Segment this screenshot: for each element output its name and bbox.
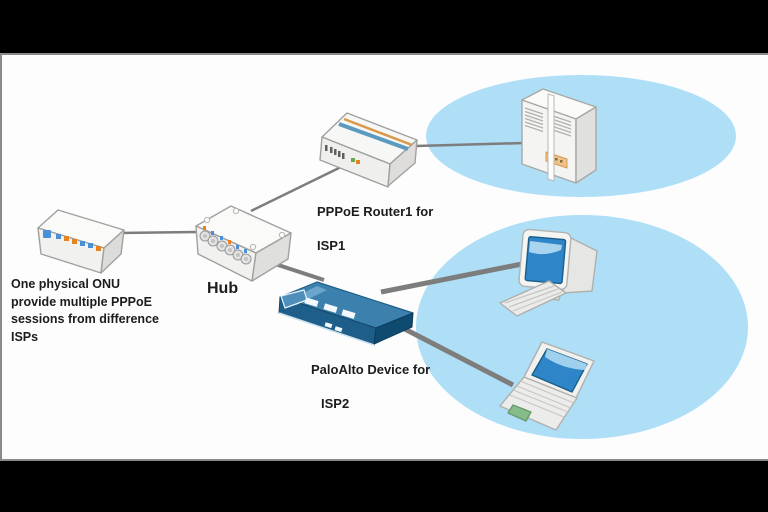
desktop-computer-icon	[499, 228, 598, 317]
router1-label-line2: ISP1	[317, 238, 346, 253]
link-router1-server	[415, 141, 525, 148]
hub-label: Hub	[207, 280, 239, 297]
paloalto-label-line2: ISP2	[321, 396, 350, 411]
paloalto-label-line1: PaloAlto Device for	[311, 362, 431, 377]
link-paloalto-desktop	[380, 260, 528, 295]
router1-label: PPPoE Router1 for ISP1	[317, 186, 433, 271]
link-paloalto-laptop	[395, 322, 515, 388]
paloalto-label: PaloAlto Device for ISP2	[311, 344, 430, 429]
onu-note-label: One physical ONU provide multiple PPPoE …	[11, 277, 159, 344]
hub-device-icon	[195, 205, 292, 282]
link-hub-router1	[250, 165, 342, 213]
paloalto-firewall-icon	[278, 281, 414, 346]
pppoe-router1-icon	[319, 112, 418, 188]
laptop-computer-icon	[499, 341, 595, 431]
isp1-server-icon	[521, 88, 597, 184]
link-onu-hub	[118, 230, 198, 235]
onu-device-icon	[37, 209, 125, 274]
router1-label-line1: PPPoE Router1 for	[317, 204, 434, 219]
